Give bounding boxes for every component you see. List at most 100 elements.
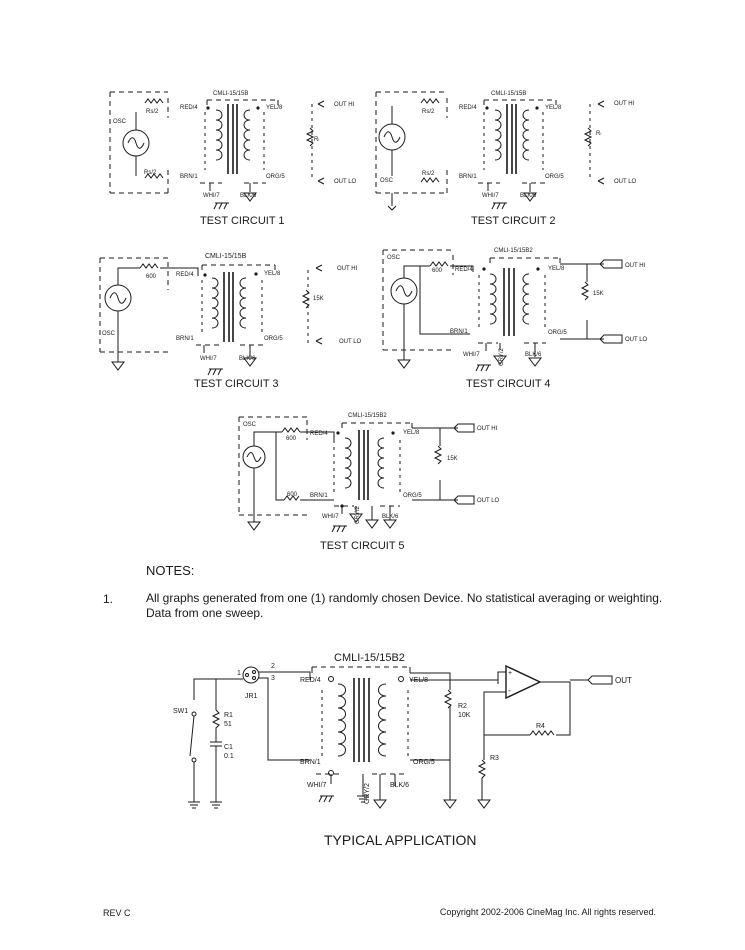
ground-icon <box>383 519 397 529</box>
oscillator-icon <box>242 445 266 469</box>
pin-yel-label: YEL/8 <box>403 430 420 436</box>
out-lo-label: OUT LO <box>477 498 500 504</box>
test-circuit-4: OSC 600 CMLI-15/15B2 RED/4 BRN/1 YEL/8 O… <box>382 248 648 390</box>
pin-org-label: ORG/5 <box>413 759 435 766</box>
copyright-label: Copyright 2002-2006 CineMag Inc. All rig… <box>439 907 656 917</box>
load-resistor-label: 15K <box>593 291 604 297</box>
op-amp-icon <box>505 664 542 700</box>
pin-blk-label: BLK/6 <box>520 193 537 199</box>
source-resistor-top-label: Rs/2 <box>422 109 435 115</box>
primary-coil-icon <box>215 109 223 161</box>
secondary-coil-icon <box>243 109 251 161</box>
r2-resistor-icon <box>443 689 453 709</box>
ground-icon <box>397 359 411 369</box>
pin-org-label: ORG/5 <box>266 174 285 180</box>
pin-1-label: 1 <box>237 670 241 677</box>
test-circuit-caption: TEST CIRCUIT 1 <box>200 215 285 227</box>
out-hi-label: OUT HI <box>614 101 635 107</box>
r1-value-label: 51 <box>224 721 232 728</box>
load-resistor-label: Rₗ <box>596 131 601 137</box>
chassis-ground-icon <box>207 368 224 376</box>
typical-application-caption: TYPICAL APPLICATION <box>324 832 477 848</box>
test-circuit-caption: TEST CIRCUIT 5 <box>320 540 405 552</box>
source-resistor-top-label: 600 <box>286 436 297 442</box>
secondary-coil-icon <box>522 273 530 325</box>
osc-label: OSC <box>102 331 116 337</box>
load-resistor-icon <box>583 127 593 147</box>
note-number: 1. <box>103 592 114 606</box>
pin-wht-label: WHI/7 <box>482 193 499 199</box>
secondary-coil-icon <box>239 277 247 329</box>
osc-label: OSC <box>387 255 401 261</box>
ground-icon <box>209 795 223 809</box>
switch-icon <box>189 715 195 796</box>
r1-label: R1 <box>224 712 233 719</box>
primary-coil-icon <box>489 273 497 325</box>
xlr-jack-icon <box>242 666 260 684</box>
source-resistor-bottom-label: 600 <box>287 492 298 498</box>
pin-gry-label: GRY/2 <box>355 505 361 524</box>
pin-brn-label: BRN/1 <box>459 174 477 180</box>
pin-red-label: RED/4 <box>180 105 198 111</box>
pin-yel-label: YEL/8 <box>548 266 565 272</box>
secondary-coil-icon <box>377 437 385 489</box>
part-number-label: CMLI-15/15B <box>205 253 247 260</box>
load-resistor-label: 15K <box>313 296 324 302</box>
output-connector-icon <box>599 259 623 269</box>
pin-wht-label: WHI/7 <box>322 514 339 520</box>
oscillator-icon <box>378 123 406 151</box>
oscillator-icon <box>390 277 418 305</box>
c1-value-label: 0.1 <box>224 753 234 760</box>
resistor-icon <box>139 263 159 269</box>
load-resistor-icon <box>433 445 443 465</box>
r2-value-label: 10K <box>458 712 471 719</box>
pin-brn-label: BRN/1 <box>180 174 198 180</box>
resistor-icon <box>144 173 164 179</box>
pin-brn-label: BRN/1 <box>310 493 328 499</box>
ground-icon <box>373 799 387 809</box>
r3-label: R3 <box>490 755 499 762</box>
test-circuit-2: Rs/2 Rs/2 OSC CMLI-15/15B RED/4 BRN/1 YE… <box>375 91 637 227</box>
chassis-ground-icon <box>491 202 508 210</box>
test-circuit-3: 600 OSC CMLI-15/15B RED/4 BRN/1 YEL/8 OR… <box>99 253 362 390</box>
resistor-icon <box>429 261 449 267</box>
part-number-label: CMLI-15/15B2 <box>348 413 387 419</box>
part-number-label: CMLI-15/15B <box>213 91 248 97</box>
primary-coil-icon <box>337 683 346 757</box>
pin-3-label: 3 <box>271 675 275 682</box>
out-lo-label: OUT LO <box>614 179 637 185</box>
pin-wht-label: WHI/7 <box>463 352 480 358</box>
opamp-plus-label: + <box>508 670 512 677</box>
load-resistor-label: Rₗ <box>314 137 319 143</box>
typical-application-circuit: CMLI-15/15B2 1 2 3 JR1 SW1 R1 51 C1 0.1 … <box>173 652 632 848</box>
out-label: OUT <box>615 676 632 685</box>
test-circuit-caption: TEST CIRCUIT 2 <box>471 215 556 227</box>
secondary-coil-icon <box>378 683 387 757</box>
pin-brn-label: BRN/1 <box>176 336 194 342</box>
pin-red-label: RED/4 <box>459 105 477 111</box>
part-number-label: CMLI-15/15B2 <box>494 248 533 254</box>
pin-blk-label: BLK/6 <box>382 514 399 520</box>
source-resistor-label: 600 <box>432 268 443 274</box>
chassis-ground-icon <box>318 795 335 803</box>
out-lo-label: OUT LO <box>334 179 357 185</box>
resistor-icon <box>420 177 440 183</box>
resistor-icon <box>420 98 440 104</box>
pin-2-label: 2 <box>271 663 275 670</box>
load-resistor-icon <box>305 127 315 147</box>
test-circuit-caption: TEST CIRCUIT 3 <box>194 378 279 390</box>
load-resistor-label: 15K <box>447 456 458 462</box>
chassis-ground-icon <box>213 202 230 210</box>
pin-gry-label: GRY/2 <box>499 347 505 366</box>
pin-brn-label: BRN/1 <box>300 759 321 766</box>
output-connector-icon <box>587 675 613 685</box>
pin-yel-label: YEL/8 <box>266 105 283 111</box>
pin-blk-label: BLK/6 <box>525 352 542 358</box>
r4-label: R4 <box>536 723 545 730</box>
source-resistor-bottom-label: Rs/2 <box>422 171 435 177</box>
ground-icon <box>111 361 125 371</box>
resistor-icon <box>283 495 300 501</box>
ground-icon <box>528 357 542 367</box>
source-resistor-label: 600 <box>146 274 157 280</box>
